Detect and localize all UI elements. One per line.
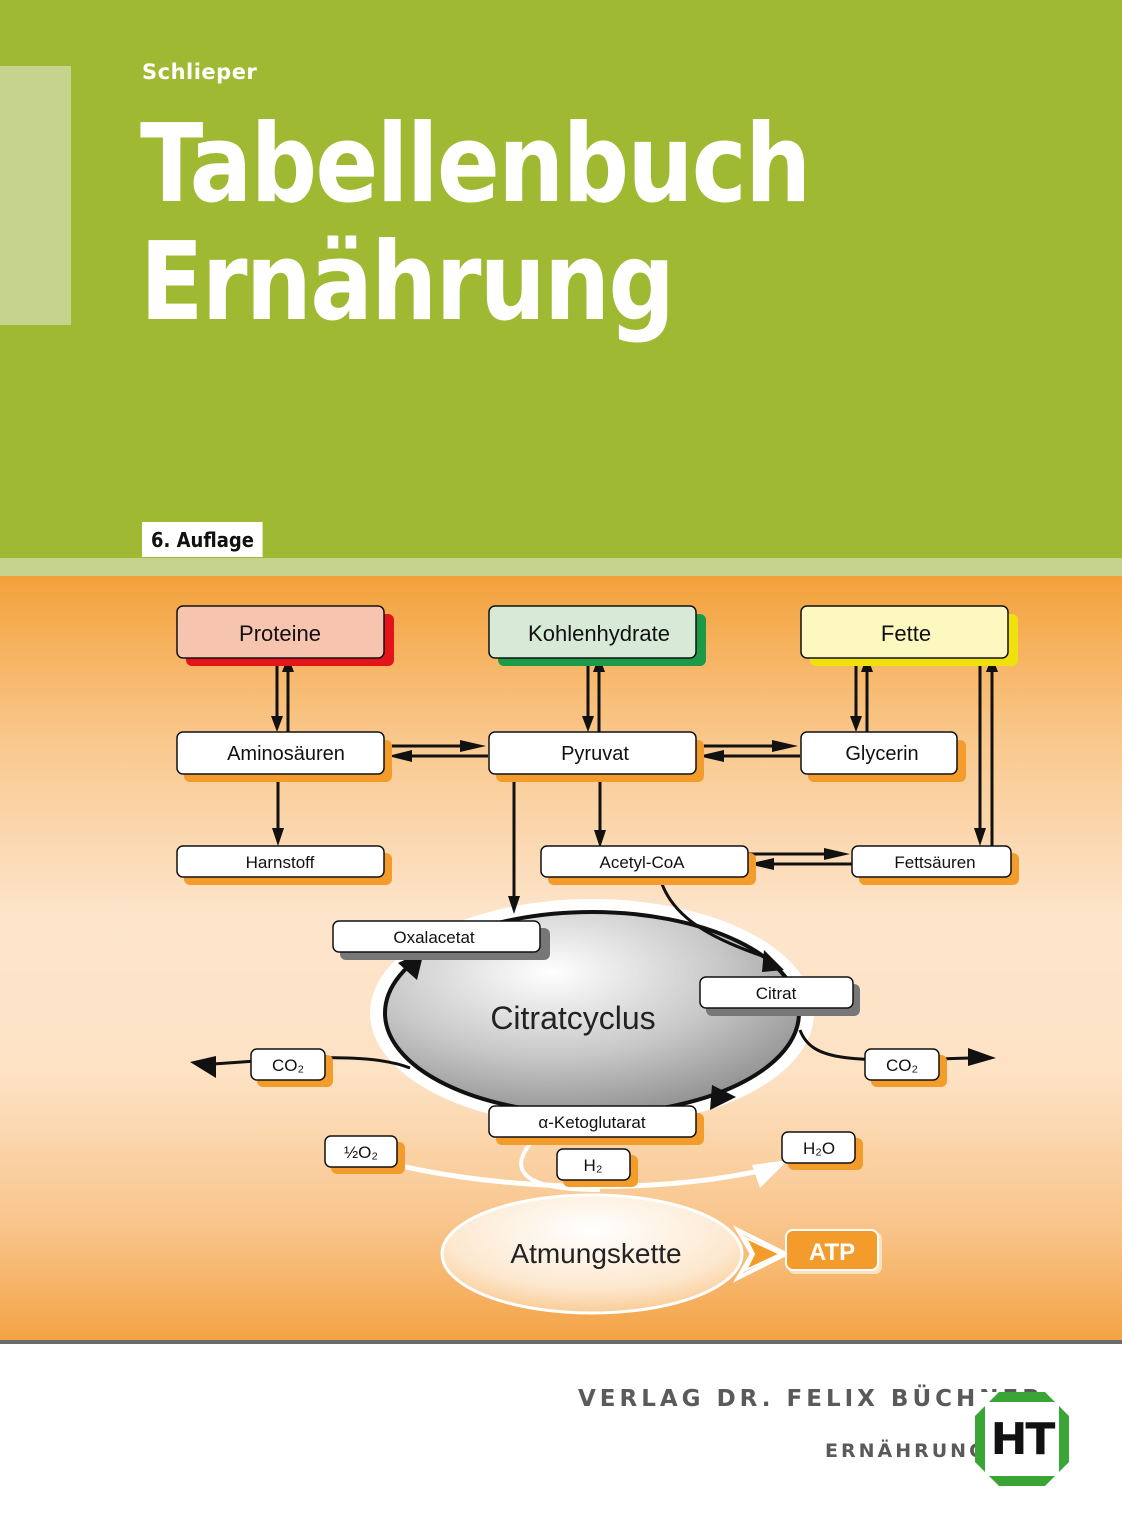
label-h2o: H₂O [803,1139,835,1158]
label-citrat: Citrat [756,984,797,1003]
box-fette: Fette [800,605,1018,666]
label-citratcyclus: Citratcyclus [490,1000,655,1036]
label-fette: Fette [881,621,931,646]
box-oxalacetat: Oxalacetat [332,920,550,960]
box-glycerin: Glycerin [800,731,966,782]
cover-divider-strip [0,558,1122,576]
cover-top-band [0,0,1122,558]
footer-divider [0,1340,1122,1344]
label-pyruvat: Pyruvat [561,743,629,765]
label-acetyl-coa: Acetyl-CoA [599,853,685,872]
edition-label: 6. Auflage [142,522,263,557]
label-atp: ATP [809,1239,855,1266]
box-h2o: H₂O [781,1131,863,1170]
title-line-1: Tabellenbuch [140,102,811,227]
atmungskette-ellipse [440,1193,744,1315]
cover-side-accent [0,66,71,325]
acetyl-to-citrat-curve [658,877,769,960]
box-harnstoff: Harnstoff [176,845,392,885]
box-co2-right: CO₂ [864,1048,947,1087]
cycle-arrow-bottom-right [710,1085,736,1110]
label-kohlenhydrate: Kohlenhydrate [528,621,670,646]
box-proteine: Proteine [176,605,394,666]
label-atmungskette: Atmungskette [510,1238,681,1269]
label-harnstoff: Harnstoff [246,853,315,872]
box-atp: ATP [785,1229,882,1274]
ht-logo [975,1392,1069,1486]
ketoglutarat-h2-loop [519,1136,601,1192]
metabolism-diagram: Proteine Kohlenhydrate Fette Aminosäuren… [176,605,1019,1315]
author-name: Schlieper [142,60,258,84]
box-aminosaeuren: Aminosäuren [176,731,392,782]
box-half-o2: ½O₂ [324,1135,405,1174]
label-ketoglutarat: α-Ketoglutarat [538,1113,645,1132]
label-h2: H₂ [584,1156,603,1175]
label-co2-right: CO₂ [886,1056,918,1075]
label-fettsaeuren: Fettsäuren [894,853,975,872]
label-glycerin: Glycerin [845,743,918,765]
box-h2: H₂ [556,1148,638,1187]
box-acetyl-coa: Acetyl-CoA [540,845,756,885]
box-ketoglutarat: α-Ketoglutarat [488,1105,704,1145]
ht-logo-text: HT [990,1414,1056,1465]
atp-arrow [743,1235,783,1273]
label-co2-left: CO₂ [272,1056,304,1075]
box-citrat: Citrat [699,976,860,1016]
series-name: ERNÄHRUNG [825,1440,988,1462]
book-title: Tabellenbuch Ernährung [140,102,811,345]
box-fettsaeuren: Fettsäuren [851,845,1019,885]
label-proteine: Proteine [239,621,321,646]
label-aminosaeuren: Aminosäuren [227,743,345,765]
publisher-name: VERLAG DR. FELIX BÜCHNER [578,1386,1044,1412]
h2o-arrowhead [752,1160,788,1188]
label-oxalacetat: Oxalacetat [393,928,475,947]
box-kohlenhydrate: Kohlenhydrate [488,605,706,666]
box-pyruvat: Pyruvat [488,731,704,782]
atp-arrow-outer [732,1225,791,1283]
title-line-2: Ernährung [140,220,675,345]
label-half-o2: ½O₂ [344,1143,378,1162]
box-co2-left: CO₂ [250,1048,333,1087]
